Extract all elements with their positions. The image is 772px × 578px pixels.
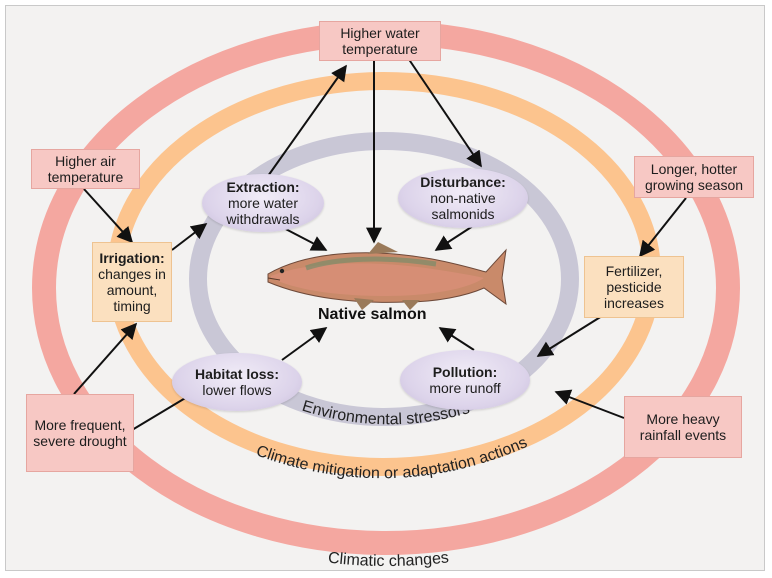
box-heavy-rainfall: More heavy rainfall events bbox=[624, 396, 742, 458]
habitat-title: Habitat loss: bbox=[194, 366, 279, 382]
arrows-layer bbox=[73, 54, 687, 431]
higher-air-temp-text: Higher air temperature bbox=[47, 153, 124, 185]
longer-season-text: Longer, hotter growing season bbox=[644, 161, 744, 193]
box-longer-growing-season: Longer, hotter growing season bbox=[634, 156, 754, 198]
diagram-frame: Climatic changes Climate mitigation or a… bbox=[5, 5, 765, 571]
oval-disturbance: Disturbance: non-native salmonids bbox=[398, 168, 528, 228]
disturbance-body: non-native salmonids bbox=[430, 190, 496, 222]
irrigation-title: Irrigation: bbox=[99, 250, 165, 266]
higher-water-temp-text: Higher water temperature bbox=[340, 25, 420, 57]
fertilizer-text: Fertilizer, pesticide increases bbox=[604, 263, 664, 311]
irrigation-body: changes in amount, timing bbox=[98, 266, 166, 314]
arrow-extraction-to-water bbox=[267, 64, 347, 177]
box-drought: More frequent, severe drought bbox=[26, 394, 134, 472]
disturbance-title: Disturbance: bbox=[420, 174, 506, 190]
arrow-rainfall-to-pollution bbox=[554, 389, 625, 419]
arrow-fertilizer-to-pollution bbox=[536, 315, 603, 357]
arrow-pollution-to-salmon bbox=[438, 327, 475, 351]
arrow-irrigation-to-extraction bbox=[171, 223, 208, 251]
oval-habitat-loss: Habitat loss: lower flows bbox=[172, 353, 302, 411]
box-higher-air-temperature: Higher air temperature bbox=[31, 149, 140, 189]
pollution-body: more runoff bbox=[429, 380, 501, 396]
drought-text: More frequent, severe drought bbox=[33, 417, 127, 449]
oval-extraction: Extraction: more water withdrawals bbox=[202, 174, 324, 232]
extraction-body: more water withdrawals bbox=[226, 195, 300, 227]
habitat-body: lower flows bbox=[202, 382, 272, 398]
arrow-habitat-to-salmon bbox=[281, 327, 328, 361]
box-irrigation: Irrigation: changes in amount, timing bbox=[92, 242, 172, 322]
arrow-drought-to-irrigation bbox=[73, 322, 138, 395]
arrow-water-to-disturbance bbox=[405, 54, 482, 168]
arrow-season-to-fertilizer bbox=[639, 197, 687, 258]
rainfall-text: More heavy rainfall events bbox=[639, 411, 727, 443]
outer-ring-label: Climatic changes bbox=[327, 549, 449, 570]
arrow-air-to-irrigation bbox=[83, 188, 134, 244]
box-higher-water-temperature: Higher water temperature bbox=[319, 21, 441, 61]
inner-ring bbox=[189, 132, 579, 426]
salmon-icon bbox=[267, 242, 507, 310]
box-fertilizer: Fertilizer, pesticide increases bbox=[584, 256, 684, 318]
extraction-title: Extraction: bbox=[226, 179, 300, 195]
native-salmon-label: Native salmon bbox=[318, 306, 427, 323]
oval-pollution: Pollution: more runoff bbox=[400, 350, 530, 410]
pollution-title: Pollution: bbox=[432, 364, 498, 380]
arrow-disturbance-to-salmon bbox=[434, 223, 477, 251]
